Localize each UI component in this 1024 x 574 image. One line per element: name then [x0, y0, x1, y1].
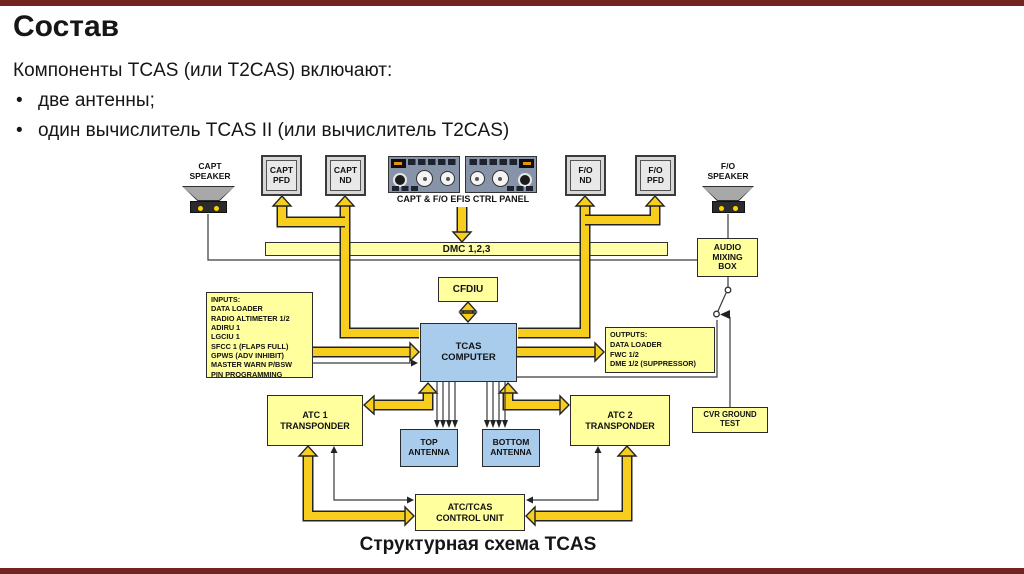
fo-pfd-display: F/O PFD: [635, 155, 676, 196]
efis-display-icon: [519, 159, 534, 168]
inputs-discrete-line: [313, 359, 418, 367]
dmc-bus-bar: DMC 1,2,3: [265, 242, 668, 256]
speaker-base: [712, 201, 745, 213]
tcas-atc1-connector: [362, 381, 439, 416]
inputs-to-tcas-arrow: [313, 341, 420, 363]
atc1-control-connector: [297, 444, 415, 527]
efis-panel-label: CAPT & F/O EFIS CTRL PANEL: [396, 194, 530, 204]
capt-nd-label: CAPT ND: [330, 160, 361, 191]
efis-dark-knob-icon: [393, 173, 407, 187]
atc1-transponder-box: ATC 1 TRANSPONDER: [267, 395, 363, 446]
bottom-accent-bar: [0, 568, 1024, 574]
outputs-title: OUTPUTS:: [610, 330, 648, 339]
speaker-dot: [733, 205, 738, 211]
atc2-control-connector: [525, 444, 638, 527]
speaker-horn-face: [183, 187, 234, 200]
fo-nd-label: F/O ND: [570, 160, 601, 191]
efis-knob-icon: [492, 170, 509, 187]
efis-buttons-icon: [392, 186, 418, 191]
efis-knob-icon: [470, 171, 485, 186]
audio-mixing-box: AUDIO MIXING BOX: [697, 238, 758, 277]
audio-switch-icon: [713, 277, 732, 407]
bullet-item: две антенны;: [16, 90, 155, 112]
fo-speaker-icon: [702, 186, 754, 214]
capt-pfd-display: CAPT PFD: [261, 155, 302, 196]
tcas-computer-box: TCAS COMPUTER: [420, 323, 517, 382]
efis-display-icon: [391, 159, 406, 168]
speaker-horn-face: [703, 187, 753, 200]
atc-tcas-control-unit-box: ATC/TCAS CONTROL UNIT: [415, 494, 525, 531]
inputs-box: INPUTS: DATA LOADER RADIO ALTIMETER 1/2 …: [206, 292, 313, 379]
diagram-caption: Структурная схема TCAS: [359, 534, 597, 555]
speaker-base: [190, 201, 227, 213]
fo-nd-display: F/O ND: [565, 155, 606, 196]
capt-nd-display: CAPT ND: [325, 155, 366, 196]
speaker-dot: [198, 205, 203, 211]
bullet-text: две антенны;: [38, 90, 155, 111]
inputs-title: INPUTS:: [211, 295, 241, 304]
efis-buttons-icon: [507, 186, 533, 191]
top-accent-bar: [0, 0, 1024, 6]
top-antenna-box: TOP ANTENNA: [400, 429, 458, 467]
tcas-to-outputs-arrow: [517, 341, 605, 363]
efis-knob-icon: [416, 170, 433, 187]
efis-buttons-icon: [468, 159, 517, 165]
bullet-item: один вычислитель TCAS II (или вычислител…: [16, 120, 509, 142]
fo-displays-connector: [518, 194, 666, 339]
capt-efis-ctrl-panel: [388, 156, 460, 193]
atc2-transponder-box: ATC 2 TRANSPONDER: [570, 395, 670, 446]
capt-pfd-label: CAPT PFD: [266, 160, 297, 191]
subtitle: Компоненты TCAS (или T2CAS) включают:: [13, 60, 393, 81]
bullet-text: один вычислитель TCAS II (или вычислител…: [38, 120, 510, 141]
capt-speaker-icon: [182, 186, 235, 214]
cvr-ground-test-box: CVR GROUND TEST: [692, 407, 768, 433]
page-title: Состав: [13, 10, 120, 43]
inputs-items: DATA LOADER RADIO ALTIMETER 1/2 ADIRU 1 …: [211, 304, 293, 379]
tcas-atc2-connector: [497, 381, 570, 416]
speaker-dot: [719, 205, 724, 211]
fo-speaker-label: F/O SPEAKER: [707, 161, 749, 181]
efis-buttons-icon: [408, 159, 457, 165]
cfdiu-tcas-arrow: [458, 300, 478, 324]
fo-pfd-label: F/O PFD: [640, 160, 671, 191]
cfdiu-box: CFDIU: [438, 277, 498, 302]
efis-knob-icon: [440, 171, 455, 186]
outputs-items: DATA LOADER FWC 1/2 DME 1/2 (SUPPRESSOR): [610, 339, 696, 369]
efis-dark-knob-icon: [518, 173, 532, 187]
capt-speaker-label: CAPT SPEAKER: [189, 161, 231, 181]
fo-efis-ctrl-panel: [465, 156, 537, 193]
speaker-dot: [214, 205, 219, 211]
efis-to-dmc-arrow: [451, 207, 473, 244]
bottom-antenna-box: BOTTOM ANTENNA: [482, 429, 540, 467]
dmc-bus-label: DMC 1,2,3: [442, 243, 491, 255]
outputs-box: OUTPUTS: DATA LOADER FWC 1/2 DME 1/2 (SU…: [605, 327, 715, 373]
antenna-lines: [434, 382, 508, 428]
